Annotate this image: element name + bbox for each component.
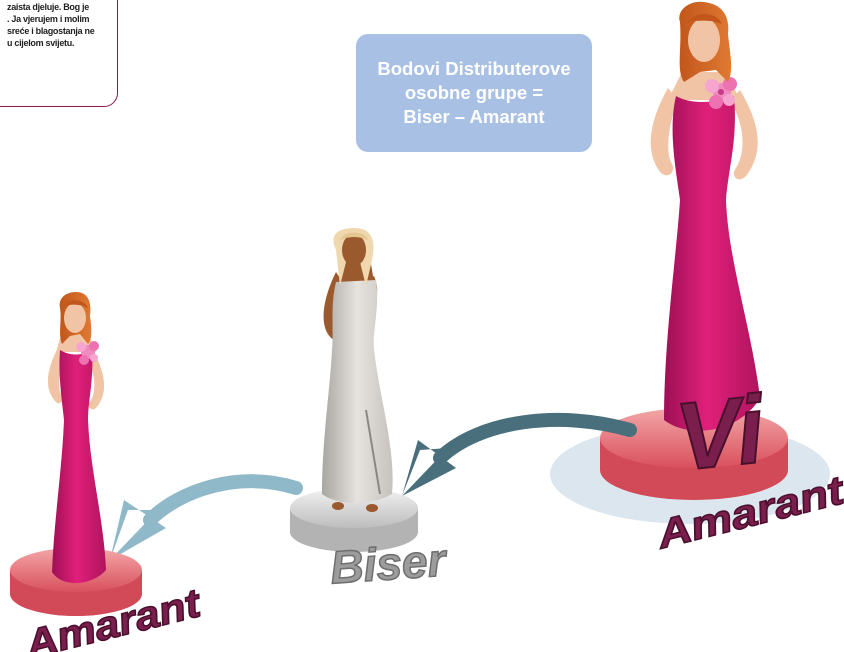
quote-box: zaista djeluje. Bog je . Ja vjerujem i m… xyxy=(0,0,118,107)
quote-line: u cijelom svijetu. xyxy=(7,38,74,48)
info-box: Bodovi Distributerove osobne grupe = Bis… xyxy=(356,34,592,152)
woman-white xyxy=(322,228,393,512)
woman-pink-small xyxy=(48,292,106,583)
info-text: Bodovi Distributerove osobne grupe = Bis… xyxy=(377,57,570,129)
quote-line: zaista djeluje. Bog je xyxy=(7,2,89,12)
quote-line: . Ja vjerujem i molim xyxy=(7,14,89,24)
you-label: Vi xyxy=(671,376,771,492)
info-line: osobne grupe = xyxy=(405,82,543,103)
arrow-biser-to-left xyxy=(110,481,296,560)
info-line: Bodovi Distributerove xyxy=(377,58,570,79)
you-group: Vi Amarant xyxy=(550,2,844,558)
woman-pink-large xyxy=(651,2,760,431)
info-line: Biser – Amarant xyxy=(403,106,544,127)
left-group: Amarant xyxy=(10,292,206,652)
quote-text: zaista djeluje. Bog je . Ja vjerujem i m… xyxy=(7,1,119,49)
biser-rank: Biser xyxy=(329,533,450,593)
biser-group: Biser xyxy=(290,228,449,593)
quote-line: sreće i blagostanja ne xyxy=(7,26,94,36)
